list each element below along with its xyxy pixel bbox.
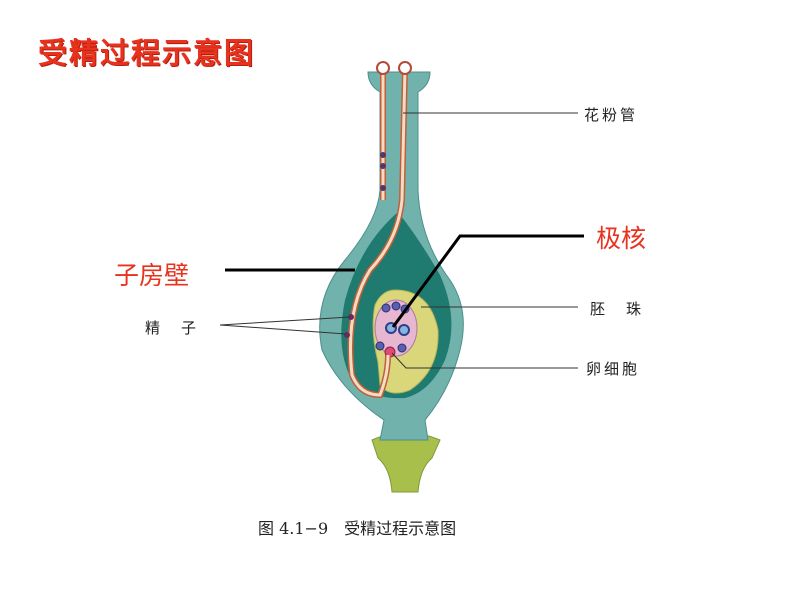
pointer-polar-nuclei [391, 234, 584, 328]
label-sperm: 精 子 [145, 319, 200, 337]
figure-caption: 图 4.1−9 受精过程示意图 [258, 519, 457, 538]
label-ovule: 胚 珠 [590, 300, 645, 318]
label-ovary-wall: 子房壁 [114, 261, 190, 290]
pointer-sperm [219, 324, 347, 335]
receptacle [371, 432, 441, 493]
polar-nucleus [398, 324, 410, 336]
sperm-cell [344, 332, 350, 338]
label-polar-nuclei: 极核 [596, 224, 647, 253]
pollen-grain [376, 61, 390, 75]
pointer-egg-cell [391, 352, 578, 369]
sperm-cell [348, 314, 354, 320]
label-pollen-tube: 花粉管 [584, 106, 639, 124]
pointer-sperm [219, 316, 351, 326]
pollen-grain [398, 61, 412, 75]
slide-title: 受精过程示意图 [38, 36, 256, 70]
label-egg-cell: 卵细胞 [586, 360, 641, 378]
